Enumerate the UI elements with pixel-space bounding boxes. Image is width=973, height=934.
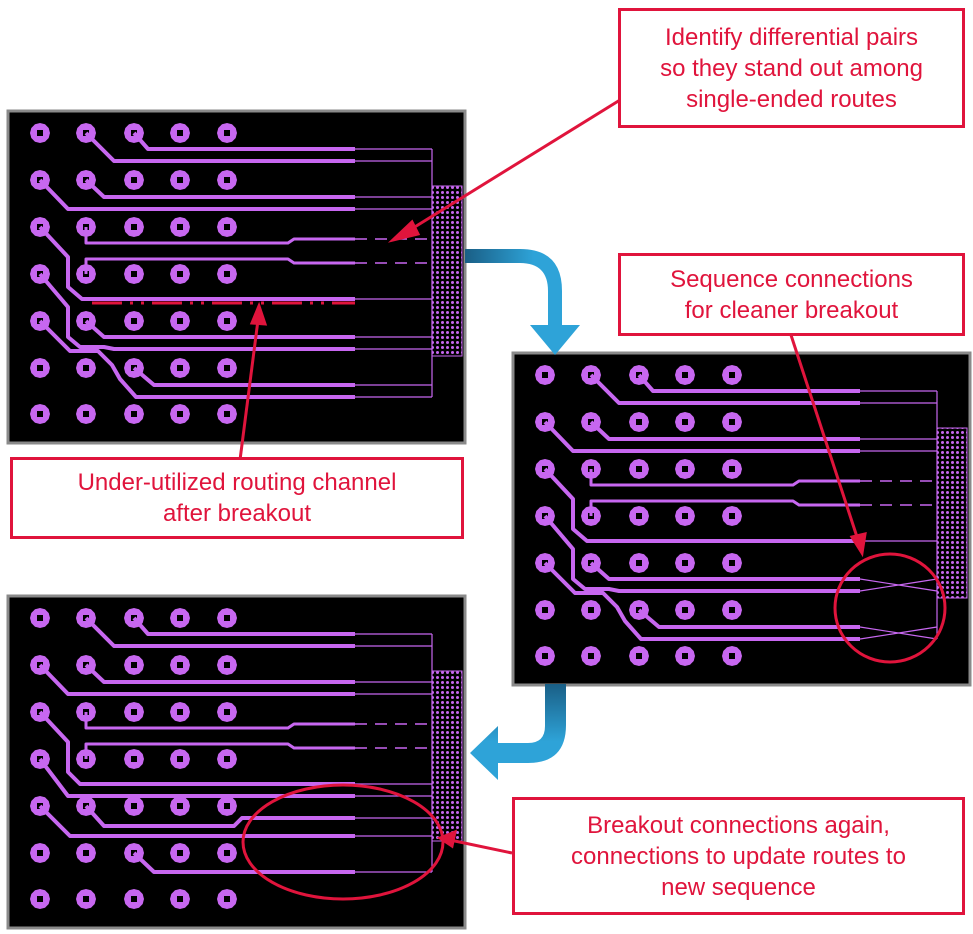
trace — [637, 608, 860, 629]
diff-pair-trace — [84, 742, 355, 759]
trace — [84, 804, 355, 828]
trace — [132, 616, 355, 636]
board-initial-breakout — [6, 109, 467, 445]
trace — [84, 319, 355, 339]
trace — [84, 663, 355, 684]
callout-line: Under-utilized routing channel — [77, 469, 397, 496]
callout-line: single-ended routes — [686, 85, 897, 113]
trace — [38, 319, 355, 399]
diff-pair-trace — [84, 227, 355, 245]
callout-line: Sequence connections — [670, 265, 913, 293]
arrowhead-icon — [387, 219, 421, 243]
diff-pair-trace — [589, 469, 860, 487]
callout-sequence: Sequence connections for cleaner breakou… — [618, 253, 965, 336]
trace — [543, 561, 860, 641]
trace — [38, 663, 355, 696]
callout-line: Identify differential pairs — [664, 23, 919, 51]
callout-line: Breakout connections again, — [587, 811, 890, 839]
crossed-connection — [859, 626, 938, 640]
callout-line: connections to update routes to — [571, 842, 906, 870]
trace — [38, 272, 355, 351]
sequence-highlight-circle — [833, 552, 947, 664]
callout-line: new sequence — [661, 873, 816, 901]
trace — [38, 178, 355, 211]
trace — [543, 420, 860, 453]
diff-pair-trace — [589, 499, 860, 516]
trace — [589, 420, 860, 441]
flow-arrow-down-icon — [465, 249, 580, 355]
callout-diff-pairs: Identify differential pairs so they stan… — [618, 8, 965, 128]
callout-under-utilized: Under-utilized routing channel after bre… — [10, 457, 464, 539]
trace — [589, 373, 860, 405]
trace — [38, 757, 355, 798]
callout-line: for cleaner breakout — [684, 296, 899, 324]
board-sequenced-connections — [511, 351, 972, 687]
annotation-arrows — [238, 98, 867, 855]
connector-pad-array — [431, 670, 463, 842]
trace — [132, 366, 355, 387]
board-rerouted-breakout — [6, 594, 467, 930]
connector-pad-array — [936, 427, 968, 599]
arrowhead-icon — [849, 532, 867, 558]
flow-arrow-left-icon — [470, 684, 566, 780]
crossed-connection — [859, 578, 938, 592]
trace — [589, 561, 860, 581]
trace — [38, 710, 355, 786]
trace — [84, 616, 355, 648]
diff-pair-trace — [84, 257, 355, 274]
trace — [637, 373, 860, 393]
callout-line: so they stand out among — [660, 54, 923, 82]
trace — [132, 131, 355, 151]
diff-pair-trace — [84, 712, 355, 730]
connector-pad-array — [431, 185, 463, 357]
reroute-highlight-ellipse — [241, 783, 445, 901]
trace — [84, 178, 355, 199]
trace — [38, 804, 355, 838]
arrowhead-icon — [249, 301, 268, 326]
trace — [132, 851, 355, 874]
trace — [543, 467, 860, 543]
callout-line: after breakout — [162, 500, 312, 527]
trace — [543, 514, 860, 593]
trace — [84, 131, 355, 163]
callout-breakout-again: Breakout connections again, connections … — [512, 797, 965, 915]
arrowhead-icon — [436, 829, 458, 849]
trace — [38, 225, 355, 301]
